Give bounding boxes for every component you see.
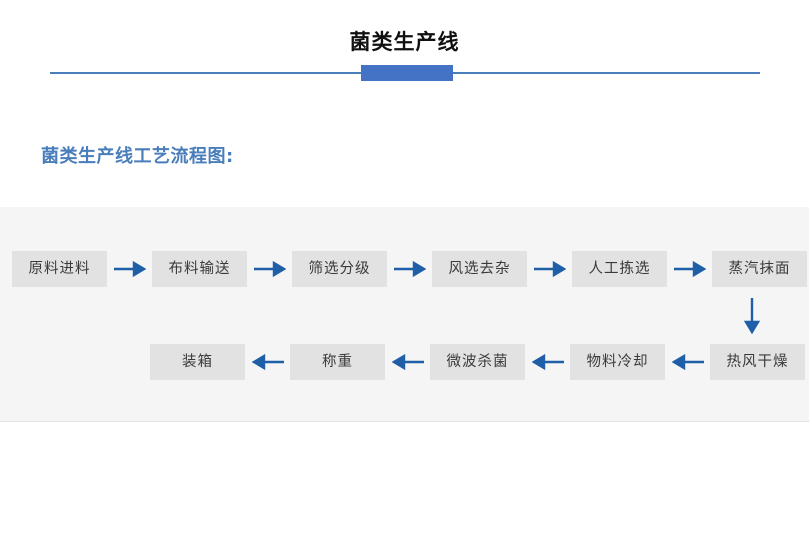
- arrow-right-icon: [387, 251, 432, 287]
- flow-node-microwave-sterilization[interactable]: 微波杀菌: [430, 344, 525, 380]
- flowchart-row-2: 装箱 称重 微波杀菌 物料冷却 热风干燥: [150, 344, 805, 380]
- arrow-right-icon: [107, 251, 152, 287]
- flowchart-panel: 原料进料 布料输送 筛选分级 风选去杂 人工拣选: [0, 207, 809, 422]
- flow-node-manual-sorting[interactable]: 人工拣选: [572, 251, 667, 287]
- arrow-down-icon: [736, 295, 768, 337]
- flow-node-raw-material-feed[interactable]: 原料进料: [12, 251, 107, 287]
- flow-node-boxing[interactable]: 装箱: [150, 344, 245, 380]
- arrow-left-icon: [525, 344, 570, 380]
- arrow-left-icon: [385, 344, 430, 380]
- flow-node-steam-surfacing[interactable]: 蒸汽抹面: [712, 251, 807, 287]
- flow-node-hot-air-drying[interactable]: 热风干燥: [710, 344, 805, 380]
- arrow-left-icon: [245, 344, 290, 380]
- flow-node-material-cooling[interactable]: 物料冷却: [570, 344, 665, 380]
- arrow-right-icon: [247, 251, 292, 287]
- flowchart-row-1: 原料进料 布料输送 筛选分级 风选去杂 人工拣选: [12, 251, 807, 287]
- flow-node-weighing[interactable]: 称重: [290, 344, 385, 380]
- title-divider-accent-block: [361, 65, 453, 81]
- flow-node-air-separation[interactable]: 风选去杂: [432, 251, 527, 287]
- arrow-right-icon: [527, 251, 572, 287]
- flow-node-material-conveying[interactable]: 布料输送: [152, 251, 247, 287]
- section-subtitle: 菌类生产线工艺流程图:: [41, 146, 234, 167]
- page-title: 菌类生产线: [349, 30, 460, 54]
- arrow-left-icon: [665, 344, 710, 380]
- flow-node-screening-grading[interactable]: 筛选分级: [292, 251, 387, 287]
- arrow-right-icon: [667, 251, 712, 287]
